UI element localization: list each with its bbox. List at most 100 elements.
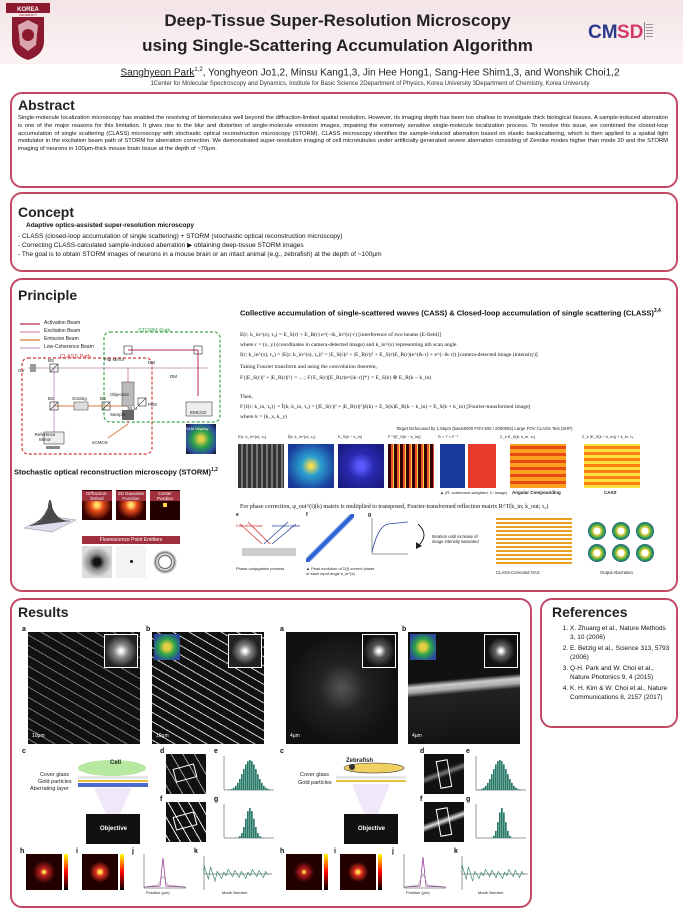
svg-text:CM: CM <box>588 22 618 43</box>
psf-image-h <box>26 854 62 890</box>
panel-letter: d <box>420 748 425 755</box>
axis-label: Mode Number <box>478 890 504 895</box>
histogram-bar <box>517 788 519 790</box>
pbs-label: PBS <box>148 402 158 407</box>
line-profile-j <box>143 854 187 889</box>
histogram-bar <box>249 808 251 838</box>
objective-label: Objective <box>110 392 129 397</box>
histogram-bar <box>487 782 489 790</box>
bs-label: BS <box>48 358 55 363</box>
zernike-coefficient-plot-k <box>461 856 528 890</box>
equation-1: E(r; k_in^(s), τ₀) = E_S(r) + E_R(r) e^(… <box>240 332 441 338</box>
histogram-bar <box>233 787 235 790</box>
panel-letter: j <box>392 848 394 855</box>
equation-7: F{I(r; k_in, τ₀)} = Ĩ(k; k_in, τ₀) = [|E… <box>240 404 531 410</box>
phase-conjugation-diagram <box>234 514 304 564</box>
korea-university-seal-icon: KOREA UNIVERSITY <box>6 3 50 60</box>
optical-setup-diagram <box>20 323 221 455</box>
equation-6: Then, <box>240 394 253 400</box>
histogram-bar <box>479 789 481 790</box>
histogram-bar <box>509 778 511 790</box>
strip-caption: ▲ (R: coherence-weighted, C: image) <box>440 490 508 495</box>
colorbar-i <box>378 854 382 890</box>
fourier-image <box>288 444 334 488</box>
svg-text:KOREA: KOREA <box>17 7 39 13</box>
histogram-bar <box>481 788 483 790</box>
line-profile-j <box>403 854 447 889</box>
histogram-bar <box>241 832 243 838</box>
panel-letter: g <box>368 512 372 518</box>
histogram-bar <box>251 811 253 838</box>
bs-label: BS <box>48 396 55 401</box>
output-aberration-caption: Output Aberration <box>600 570 633 575</box>
strip-label: Ĩ(k; k_in^(s), τ₀) <box>288 434 316 439</box>
histogram-bar <box>489 778 491 790</box>
panel-letter: g <box>466 796 471 803</box>
strip-label: F⁻¹{E_S(k − k_in)} <box>388 434 421 439</box>
class-path-label: CLASS Path <box>60 354 91 360</box>
panel-letter: k <box>454 848 458 855</box>
abstract-box <box>10 92 678 188</box>
storm-path-label: STORM Path <box>138 328 171 334</box>
poster-title: Deep-Tissue Super-Resolution Microscopy … <box>60 8 615 58</box>
iteration-caption: Iteration until increase of image intens… <box>432 534 479 544</box>
cover-glass-label: Cover glass <box>300 772 330 778</box>
histogram-e <box>223 756 274 791</box>
axis-label: Position (μm) <box>406 890 430 895</box>
histogram-bar <box>261 837 263 838</box>
concept-box <box>10 192 678 272</box>
svg-text:SD: SD <box>617 22 643 43</box>
gaussian-3d-plot <box>23 499 77 533</box>
references-box <box>540 598 678 728</box>
histogram-bar <box>259 778 261 790</box>
histogram-bar <box>505 822 507 838</box>
histogram-bar <box>491 774 493 790</box>
cass-title-text: Collective accumulation of single-scatte… <box>240 308 654 318</box>
histogram-bar <box>499 760 501 790</box>
histogram-bar <box>243 769 245 790</box>
equation-4: Taking Fourier transform and using the c… <box>240 364 377 370</box>
dm-label: DM <box>170 374 177 379</box>
strip-label: E(r; k_in^(s), τ₀) <box>238 434 267 439</box>
reference-item: Q-H. Park and W. Choi et al., Nature Pho… <box>570 664 672 682</box>
histogram-bar <box>237 782 239 790</box>
cass-title-ref: 3,4 <box>653 308 661 314</box>
psf-image-i <box>340 854 376 890</box>
reference-mirror-label: Reference Mirror <box>34 432 56 442</box>
panel-letter: e <box>236 512 239 518</box>
sample-label: Sample <box>110 412 126 417</box>
panel-letter: j <box>132 848 134 855</box>
histogram-bar <box>513 785 515 790</box>
histogram-bar <box>497 822 499 838</box>
concept-heading: Concept <box>18 204 74 220</box>
principle-heading: Principle <box>18 287 78 303</box>
aberrated-phase-label: Aberrated phase <box>272 524 301 528</box>
panel-letter: f <box>160 796 163 803</box>
histogram-bar <box>247 811 249 838</box>
histogram-bar <box>241 774 243 790</box>
flip-mirror-label: Flip Mirror <box>104 357 125 362</box>
legend-emission: Emission Beam <box>44 336 79 342</box>
histogram-bar <box>493 769 495 790</box>
scale-bar-label: 10μm <box>32 733 45 739</box>
inset-psf-image <box>484 634 518 668</box>
colorbar-h <box>64 854 68 890</box>
concept-line: - Correcting CLASS-calculated sample-ind… <box>18 242 304 249</box>
emccd-label: EMCCD <box>190 410 207 415</box>
histogram-bar <box>247 761 249 790</box>
poster-header <box>0 0 683 64</box>
cell-label: Cell <box>110 760 122 766</box>
inset-psf-image <box>362 634 396 668</box>
panel-letter: c <box>22 748 26 755</box>
coefficient-line <box>203 864 269 883</box>
histogram-bar <box>267 788 269 790</box>
scmos-label: sCMOS <box>92 440 108 445</box>
histogram-bar <box>507 774 509 790</box>
image-strip-labels: E(r; k_in^(s), τ₀) Ĩ(k; k_in^(s), τ₀) E_… <box>238 434 674 442</box>
histogram-bar <box>257 832 259 838</box>
references-heading: References <box>552 604 628 620</box>
histogram-bar <box>237 837 239 838</box>
reference-item: K. H. Kim & W. Choi et al., Nature Commu… <box>570 684 672 702</box>
zernike-coefficient-plot-k <box>203 856 272 890</box>
histogram-bar <box>491 837 493 838</box>
